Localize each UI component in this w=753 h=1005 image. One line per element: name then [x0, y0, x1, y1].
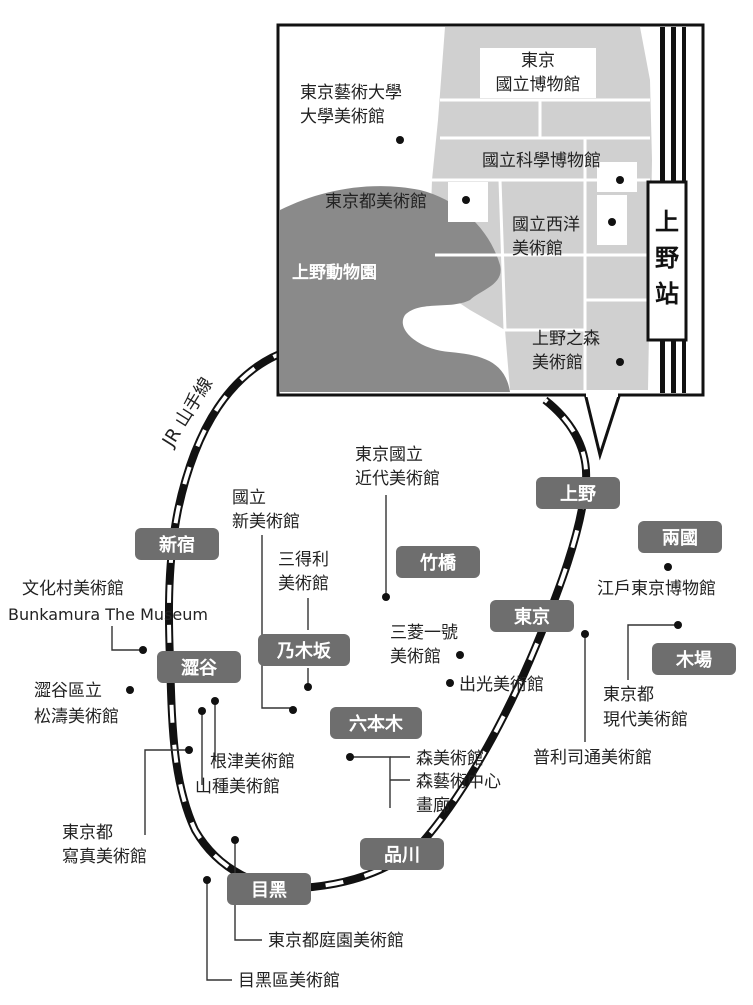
inset-uenomori-l2: 美術館 [532, 353, 583, 373]
inset-metro: 東京都美術館 [325, 192, 427, 212]
station-tokyo: 東京 [490, 600, 574, 632]
leaders [111, 495, 682, 981]
station-ueno: 上野 [536, 477, 620, 509]
svg-text:目黑: 目黑 [251, 880, 287, 901]
shoto-l2: 松濤美術館 [34, 707, 119, 727]
inset-pointer [583, 391, 623, 461]
inset-geidai-l1: 東京藝術大學 [300, 83, 402, 103]
inset-block-science [597, 162, 637, 192]
momat-dot [382, 593, 390, 601]
inset-science: 國立科學博物館 [482, 151, 601, 171]
inset-station-label-3: 站 [655, 280, 679, 308]
mori-arts-center-l2: 畫廊 [416, 796, 450, 816]
inset-station-label-1: 上 [655, 208, 679, 236]
mori-arts-center-l1: 森藝術中心 [416, 772, 501, 792]
inset-science-dot [616, 176, 624, 184]
museum-labels: 東京國立 近代美術館 國立 新美術館 三得利 美術館 文化村美術館 Bunkam… [8, 445, 716, 991]
svg-text:澀谷: 澀谷 [181, 658, 218, 679]
svg-text:乃木坂: 乃木坂 [276, 640, 332, 662]
mitsubishi-l2: 美術館 [390, 647, 441, 667]
svg-text:新宿: 新宿 [159, 534, 195, 556]
inset-block-tnm [480, 48, 596, 98]
bunkamura-l2: Bunkamura The Museum [8, 605, 208, 624]
yamatane-dot [198, 707, 206, 715]
teien-dot [231, 836, 239, 844]
suntory-l1: 三得利 [278, 550, 329, 570]
mot-l1: 東京都 [603, 685, 654, 705]
photo-dot [185, 746, 193, 754]
svg-text:木場: 木場 [675, 649, 712, 671]
nezu: 根津美術館 [210, 752, 295, 772]
suntory-dot [304, 683, 312, 691]
edotokyo-dot [664, 563, 672, 571]
station-badges: 上野 新宿 澀谷 東京 品川 目黑 竹橋 乃木坂 [135, 477, 736, 905]
yamatane: 山種美術館 [195, 777, 280, 797]
svg-text:東京: 東京 [514, 606, 550, 628]
station-takebashi: 竹橋 [396, 546, 480, 578]
svg-text:兩國: 兩國 [662, 528, 698, 549]
svg-text:六本木: 六本木 [349, 713, 404, 735]
line-name: JR 山手線 [158, 374, 217, 452]
inset-station-label-2: 野 [655, 244, 679, 272]
inset-tnm-l1: 東京 [521, 51, 555, 71]
inset-uenomori-l1: 上野之森 [532, 329, 600, 349]
photo-l2: 寫真美術館 [62, 847, 147, 867]
mori-art: 森美術館 [416, 749, 484, 769]
nact-dot [289, 706, 297, 714]
station-ryogoku: 兩國 [638, 521, 722, 553]
inset-geidai-l2: 大學美術館 [300, 107, 385, 127]
momat-l2: 近代美術館 [355, 469, 440, 489]
station-roppongi: 六本木 [330, 707, 422, 739]
inset-western-dot [608, 218, 616, 226]
mitsubishi-l1: 三菱一號 [390, 623, 458, 643]
station-meguro: 目黑 [227, 873, 311, 905]
station-shinjuku: 新宿 [135, 528, 219, 560]
inset-uenomori-dot [616, 358, 624, 366]
nezu-dot [211, 697, 219, 705]
shoto-dot [126, 686, 134, 694]
momat-l1: 東京國立 [355, 445, 423, 465]
inset-metro-dot [462, 196, 470, 204]
idemitsu: 出光美術館 [459, 675, 544, 695]
edo-tokyo: 江戶東京博物館 [597, 579, 716, 599]
nact-l1: 國立 [232, 488, 266, 508]
svg-text:竹橋: 竹橋 [419, 552, 457, 574]
meguro-museum: 目黑區美術館 [238, 971, 340, 991]
teien: 東京都庭園美術館 [268, 931, 404, 951]
mot-dot [674, 621, 682, 629]
mori-dot [346, 753, 354, 761]
printing: 普利司通美術館 [533, 748, 652, 768]
idemitsu-dot [446, 679, 454, 687]
inset-station-box [646, 180, 688, 342]
inset-map: 上 野 站 東京 國立博物館 東京藝術大學 大學美術館 國立科學博物館 東京都美… [276, 23, 705, 461]
station-kiba: 木場 [652, 643, 736, 675]
inset-zoo: 上野動物園 [292, 262, 377, 283]
station-shibuya: 澀谷 [157, 651, 241, 683]
svg-text:上野: 上野 [560, 484, 596, 505]
inset-tnm-l2: 國立博物館 [496, 75, 581, 95]
inset-zoo-area [280, 186, 510, 392]
bunkamura-l1: 文化村美術館 [22, 579, 124, 599]
meguro-museum-dot [203, 876, 211, 884]
inset-western-l1: 國立西洋 [512, 215, 580, 235]
bunkamura-dot [139, 646, 147, 654]
nact-l2: 新美術館 [232, 512, 300, 532]
station-shinagawa: 品川 [360, 838, 444, 870]
station-nogizaka: 乃木坂 [258, 634, 350, 666]
mot-l2: 現代美術館 [603, 710, 688, 730]
inset-geidai-dot [396, 136, 404, 144]
printing-dot [581, 630, 589, 638]
suntory-l2: 美術館 [278, 574, 329, 594]
photo-l1: 東京都 [62, 823, 113, 843]
inset-western-l2: 美術館 [512, 239, 563, 259]
shoto-l1: 澀谷區立 [34, 681, 102, 701]
svg-text:品川: 品川 [384, 845, 420, 866]
mitsubishi-dot [456, 651, 464, 659]
